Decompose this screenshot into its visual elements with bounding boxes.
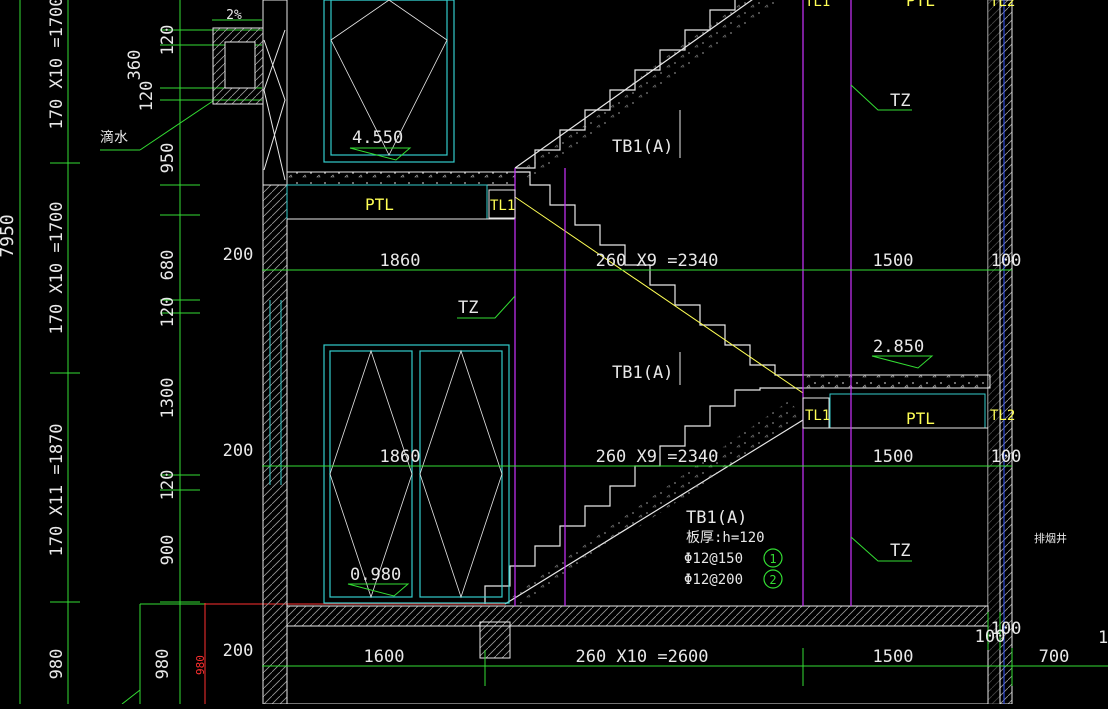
- slab-spec-block: TB1(A) 板厚:h=120 Φ12@150 Φ12@200 1 2: [684, 508, 783, 589]
- bottom-flight-slab: [500, 400, 803, 604]
- segment-dim: 980: [153, 649, 173, 680]
- dim-text: 1500: [873, 647, 914, 667]
- dim-text: 260 X10 =2600: [575, 647, 708, 667]
- segment-dim: 120: [158, 25, 178, 56]
- upper-window: [323, 0, 455, 163]
- dim-row-3: 1600 260 X10 =2600 1500 100 700: [364, 627, 1070, 667]
- dim-text: 1600: [364, 647, 405, 667]
- dim-text: 1500: [873, 447, 914, 467]
- tl1-label-lower: TL1: [805, 408, 830, 424]
- drip-parapet: [212, 27, 264, 105]
- flight-dim-3: 170 X11 =1870: [47, 423, 67, 556]
- spec-rebar-2: Φ12@200: [684, 572, 743, 588]
- dim-text: 100: [991, 251, 1022, 271]
- slab-label-middle: TB1(A): [612, 363, 673, 383]
- dim-text-extra: 10: [1098, 628, 1108, 648]
- ptl-label-top: PTL: [906, 0, 935, 10]
- dim-text: 100: [991, 447, 1022, 467]
- tl1-upper-beam: [488, 189, 516, 219]
- right-wall: [987, 0, 1013, 705]
- dim-text: 1500: [873, 251, 914, 271]
- segment-dim: 200: [223, 441, 254, 461]
- segment-dim: 900: [158, 535, 178, 566]
- spec-title: TB1(A): [686, 508, 747, 528]
- ptl-label-lower: PTL: [906, 409, 935, 428]
- segment-dim: 120: [137, 81, 157, 112]
- dim-text-extra: 100: [991, 619, 1022, 639]
- middle-landing-slab: [802, 374, 991, 429]
- lower-door: [323, 344, 510, 604]
- elevation-middle: 2.850: [873, 337, 924, 357]
- segment-dim: 1300: [158, 378, 178, 419]
- tz-label: TZ: [458, 298, 478, 318]
- tl1-label-top: TL1: [805, 0, 830, 10]
- flight-dim-1: 170 X10 =1700: [47, 0, 67, 130]
- dim-row-2: 1860 260 X9 =2340 1500 100: [380, 447, 1022, 467]
- segment-dim: 360: [125, 50, 145, 81]
- tl2-label-lower: TL2: [990, 408, 1015, 424]
- slab-label-top: TB1(A): [612, 137, 673, 157]
- elevation-lower: 0.980: [350, 565, 401, 585]
- flight-dim-2: 170 X10 =1700: [47, 201, 67, 334]
- red-dim-text: 980: [194, 655, 207, 675]
- dim-text: 260 X9 =2340: [596, 251, 719, 271]
- tl1-lower-beam: [802, 397, 830, 429]
- tz-label: TZ: [890, 91, 910, 111]
- dim-text: 700: [1039, 647, 1070, 667]
- tz-leaders: [457, 84, 912, 562]
- spec-rebar-1: Φ12@150: [684, 551, 743, 567]
- horizontal-dim-lines: [262, 269, 1108, 686]
- tl2-label-top: TL2: [990, 0, 1015, 10]
- tl1-label-upper: TL1: [490, 198, 515, 214]
- flight-slope-line: [514, 196, 804, 394]
- dim-text: 260 X9 =2340: [596, 447, 719, 467]
- overall-height-dim: 7950: [0, 214, 18, 257]
- segment-dim: 120: [158, 470, 178, 501]
- segment-dim: 120: [158, 297, 178, 328]
- dim-text: 100: [975, 627, 1006, 647]
- segment-dim: 200: [223, 245, 254, 265]
- top-flight-slab: [520, 0, 780, 180]
- spec-thickness: 板厚:h=120: [686, 530, 765, 546]
- left-wall: [262, 0, 288, 705]
- ground-slab: [286, 605, 989, 705]
- dim-text: 1860: [380, 447, 421, 467]
- elevation-upper: 4.550: [352, 128, 403, 148]
- drip-label: 滴水: [100, 129, 128, 146]
- segment-dim: 950: [158, 143, 178, 174]
- slope-label: 2%: [226, 8, 242, 23]
- rebar-mark-2: 2: [769, 573, 776, 587]
- segment-dim: 680: [158, 250, 178, 281]
- elevation-markers: [347, 147, 934, 597]
- rebar-mark-1: 1: [769, 552, 776, 566]
- dim-row-1: 1860 260 X9 =2340 1500 100: [380, 251, 1022, 271]
- tz-columns: [514, 0, 852, 606]
- ptl-label-upper: PTL: [365, 195, 394, 214]
- segment-dim: 980: [47, 649, 67, 680]
- dim-text: 1860: [380, 251, 421, 271]
- tz-label: TZ: [890, 541, 910, 561]
- segment-dim: 200: [223, 641, 254, 661]
- upper-landing-slab: [286, 171, 516, 220]
- segment-dims: 120 360 120 950 200 680 120 1300 200 120…: [47, 25, 253, 680]
- shaft-label: 排烟井: [1034, 531, 1067, 545]
